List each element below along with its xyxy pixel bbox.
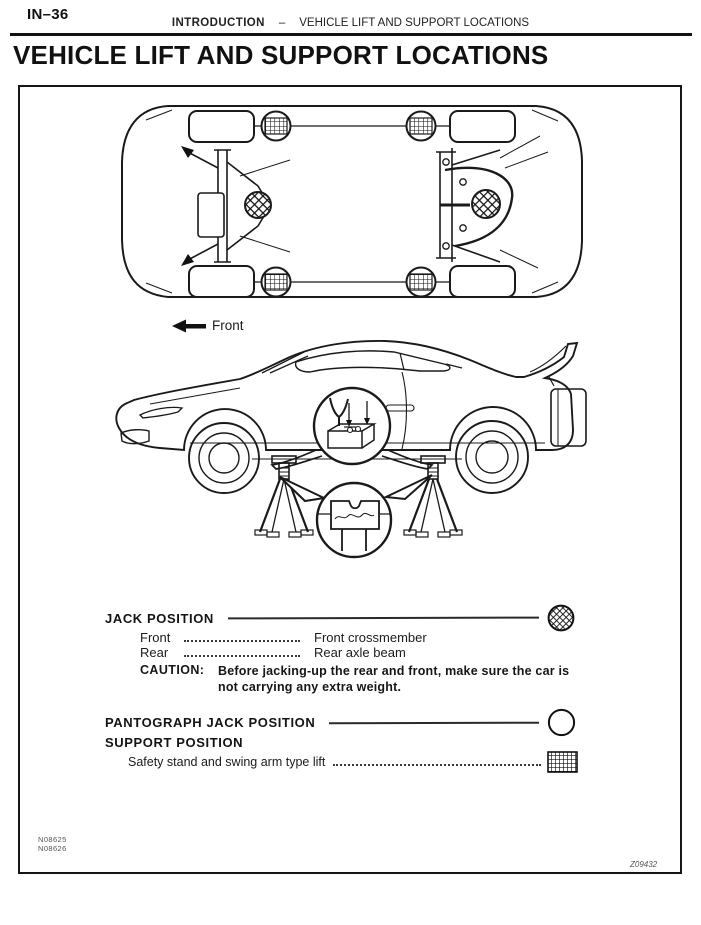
pantograph-label: PANTOGRAPH JACK POSITION (105, 715, 316, 730)
safety-stand-row: Safety stand and swing arm type lift (128, 751, 578, 773)
jack-front-value: Front crossmember (314, 630, 427, 645)
front-jack-point-icon (244, 191, 272, 219)
pantograph-row: PANTOGRAPH JACK POSITION (105, 708, 576, 737)
breadcrumb: INTRODUCTION – VEHICLE LIFT AND SUPPORT LO… (0, 17, 701, 29)
support-position-label: SUPPORT POSITION (105, 735, 244, 750)
page-title: VEHICLE LIFT AND SUPPORT LOCATIONS (13, 40, 549, 70)
breadcrumb-chapter: VEHICLE LIFT AND SUPPORT LOCATIONS (299, 17, 530, 29)
header-rule (10, 33, 692, 36)
jack-rear-value: Rear axle beam (314, 645, 406, 660)
leader-dots (184, 640, 300, 642)
leader-dots (184, 655, 300, 657)
jack-position-label: JACK POSITION (105, 610, 214, 626)
open-circle-icon (547, 708, 576, 737)
front-crossmember (181, 146, 291, 266)
grid-square-icon (547, 751, 578, 773)
rear-wheel (455, 420, 529, 494)
caution-row: CAUTION: Before jacking-up the rear and … (140, 663, 592, 695)
right-jack-stand (402, 454, 464, 539)
vehicle-diagrams (115, 105, 587, 559)
jack-front-label: Front (140, 630, 171, 645)
front-wheel (188, 422, 260, 494)
figure-code-left: N08625 N08626 (38, 835, 67, 853)
figure-box (18, 85, 682, 874)
figure-code-left-line1: N08625 (38, 835, 67, 844)
page-number: IN–36 (27, 6, 69, 23)
crosshatch-circle-icon (547, 604, 575, 632)
jack-position-line (227, 616, 540, 620)
front-arrow-icon (172, 319, 206, 332)
caution-label: CAUTION: (140, 663, 205, 677)
jack-block-callout (279, 474, 433, 559)
rear-jack-point-icon (471, 189, 501, 219)
jack-rear-row: Rear Rear axle beam (140, 645, 406, 660)
figure-code-left-line2: N08626 (38, 844, 67, 853)
jack-front-row: Front Front crossmember (140, 630, 427, 645)
safety-stand-label: Safety stand and swing arm type lift (128, 755, 326, 769)
vehicle-side-view (115, 339, 587, 559)
breadcrumb-dash: – (278, 17, 286, 29)
jack-rear-label: Rear (140, 645, 169, 660)
breadcrumb-section: INTRODUCTION (171, 17, 265, 29)
leader-dots (333, 764, 541, 766)
caution-text: Before jacking-up the rear and front, ma… (218, 664, 570, 694)
front-direction: Front (172, 318, 244, 333)
sill-adapter-callout (270, 386, 434, 470)
support-pad-icons (260, 110, 437, 298)
underbody-top-view (121, 105, 583, 298)
rear-axle-beam (436, 135, 549, 269)
figure-code-right: Z09432 (630, 860, 658, 869)
jack-position-row: JACK POSITION (105, 604, 575, 632)
front-label: Front (212, 318, 244, 333)
pantograph-line (329, 721, 540, 724)
